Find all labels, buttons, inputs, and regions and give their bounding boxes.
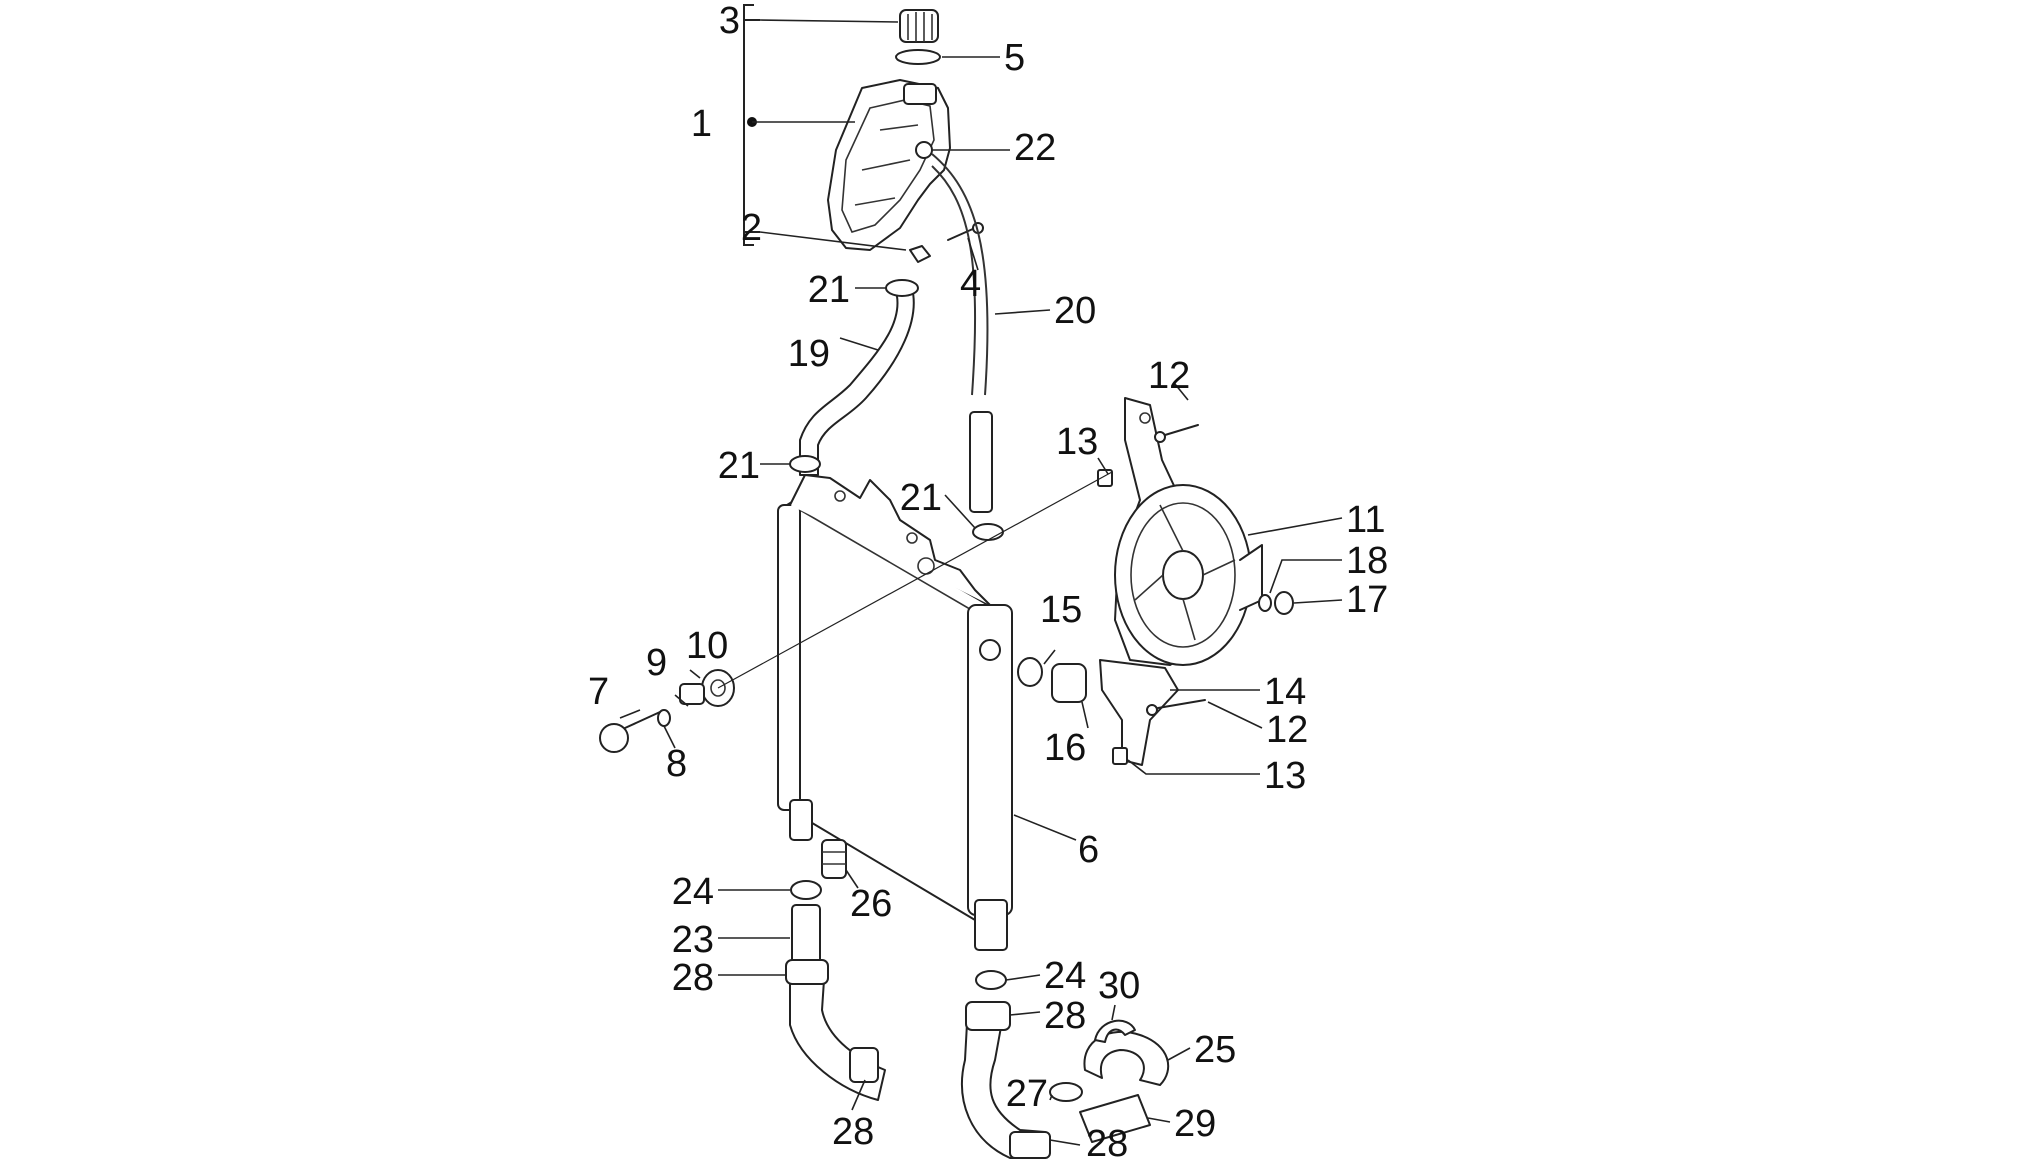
clamp-21-tank bbox=[885, 279, 919, 297]
clamp-24-left bbox=[790, 880, 822, 900]
clamp-27 bbox=[1049, 1082, 1083, 1102]
callout-16: 16 bbox=[1044, 727, 1086, 769]
callout-17: 17 bbox=[1346, 579, 1388, 621]
hose-23 bbox=[791, 904, 821, 966]
tank-mount-clip bbox=[909, 245, 931, 263]
radiator-bottom-grommet bbox=[821, 839, 847, 879]
fan-cover-plate bbox=[1099, 659, 1179, 766]
callout-25: 25 bbox=[1194, 1029, 1236, 1071]
radiator-mount-spacer bbox=[679, 683, 705, 705]
callout-2: 2 bbox=[741, 207, 762, 249]
callout-13-bottom: 13 bbox=[1264, 755, 1306, 797]
fan-nut bbox=[1274, 591, 1294, 615]
callout-27: 27 bbox=[1006, 1073, 1048, 1115]
cap-gasket bbox=[895, 49, 941, 65]
clamp-28-right-upper bbox=[965, 1001, 1011, 1031]
callout-21-tank: 21 bbox=[808, 269, 850, 311]
tank-outlet-fitting bbox=[915, 141, 933, 159]
fan-nut-bottom bbox=[1112, 747, 1128, 765]
fan-screw-top bbox=[1154, 424, 1199, 443]
callout-5: 5 bbox=[1004, 37, 1025, 79]
drain-washer bbox=[1017, 657, 1043, 687]
callout-15: 15 bbox=[1040, 589, 1082, 631]
callout-8: 8 bbox=[666, 743, 687, 785]
callout-30: 30 bbox=[1098, 965, 1140, 1007]
callout-9: 9 bbox=[646, 642, 667, 684]
callout-1: 1 bbox=[691, 103, 712, 145]
clamp-30 bbox=[1094, 1019, 1136, 1043]
callout-3: 3 bbox=[719, 0, 740, 42]
callout-4: 4 bbox=[960, 263, 981, 305]
radiator-mount-screw bbox=[599, 711, 661, 753]
callout-13-top: 13 bbox=[1056, 421, 1098, 463]
expansion-tank bbox=[827, 79, 951, 251]
clamp-28-left-upper bbox=[785, 959, 829, 985]
leader-lines bbox=[619, 19, 1343, 1146]
fan-washer bbox=[1258, 594, 1272, 612]
callout-10: 10 bbox=[686, 625, 728, 667]
callout-12-bottom: 12 bbox=[1266, 709, 1308, 751]
callout-7: 7 bbox=[588, 671, 609, 713]
callout-24-left: 24 bbox=[672, 871, 714, 913]
callout-14: 14 bbox=[1264, 671, 1306, 713]
callout-12-top: 12 bbox=[1148, 355, 1190, 397]
callout-20: 20 bbox=[1054, 290, 1096, 332]
drain-plug bbox=[1051, 663, 1087, 703]
radiator-fan bbox=[1114, 484, 1263, 666]
assembly-bracket bbox=[743, 4, 760, 246]
callout-26: 26 bbox=[850, 883, 892, 925]
callout-6: 6 bbox=[1078, 829, 1099, 871]
callout-29: 29 bbox=[1174, 1103, 1216, 1145]
callout-23: 23 bbox=[672, 919, 714, 961]
callout-21-right: 21 bbox=[900, 477, 942, 519]
clamp-24-right bbox=[975, 970, 1007, 990]
callout-28-right-lower: 28 bbox=[1086, 1123, 1128, 1161]
hose-25 bbox=[1083, 1030, 1170, 1086]
callout-18: 18 bbox=[1346, 540, 1388, 582]
callout-24-right: 24 bbox=[1044, 955, 1086, 997]
clamp-21-radiator-right bbox=[972, 523, 1004, 541]
callout-11: 11 bbox=[1346, 499, 1385, 541]
clamp-28-left-lower bbox=[849, 1047, 879, 1083]
tank-cap bbox=[899, 9, 939, 43]
callout-28-left-upper: 28 bbox=[672, 957, 714, 999]
callout-21-left: 21 bbox=[718, 445, 760, 487]
hose-19 bbox=[799, 287, 915, 476]
hose-20 bbox=[931, 153, 993, 513]
clamp-28-right-lower bbox=[1009, 1131, 1051, 1159]
callout-28-left-lower: 28 bbox=[832, 1111, 874, 1153]
fan-screw-bottom bbox=[1146, 699, 1206, 716]
radiator bbox=[777, 474, 1013, 951]
hose-29 bbox=[1079, 1094, 1151, 1143]
callout-19: 19 bbox=[788, 333, 830, 375]
callout-22: 22 bbox=[1014, 127, 1056, 169]
callout-28-right-upper: 28 bbox=[1044, 995, 1086, 1037]
clamp-21-radiator-left bbox=[789, 455, 821, 473]
